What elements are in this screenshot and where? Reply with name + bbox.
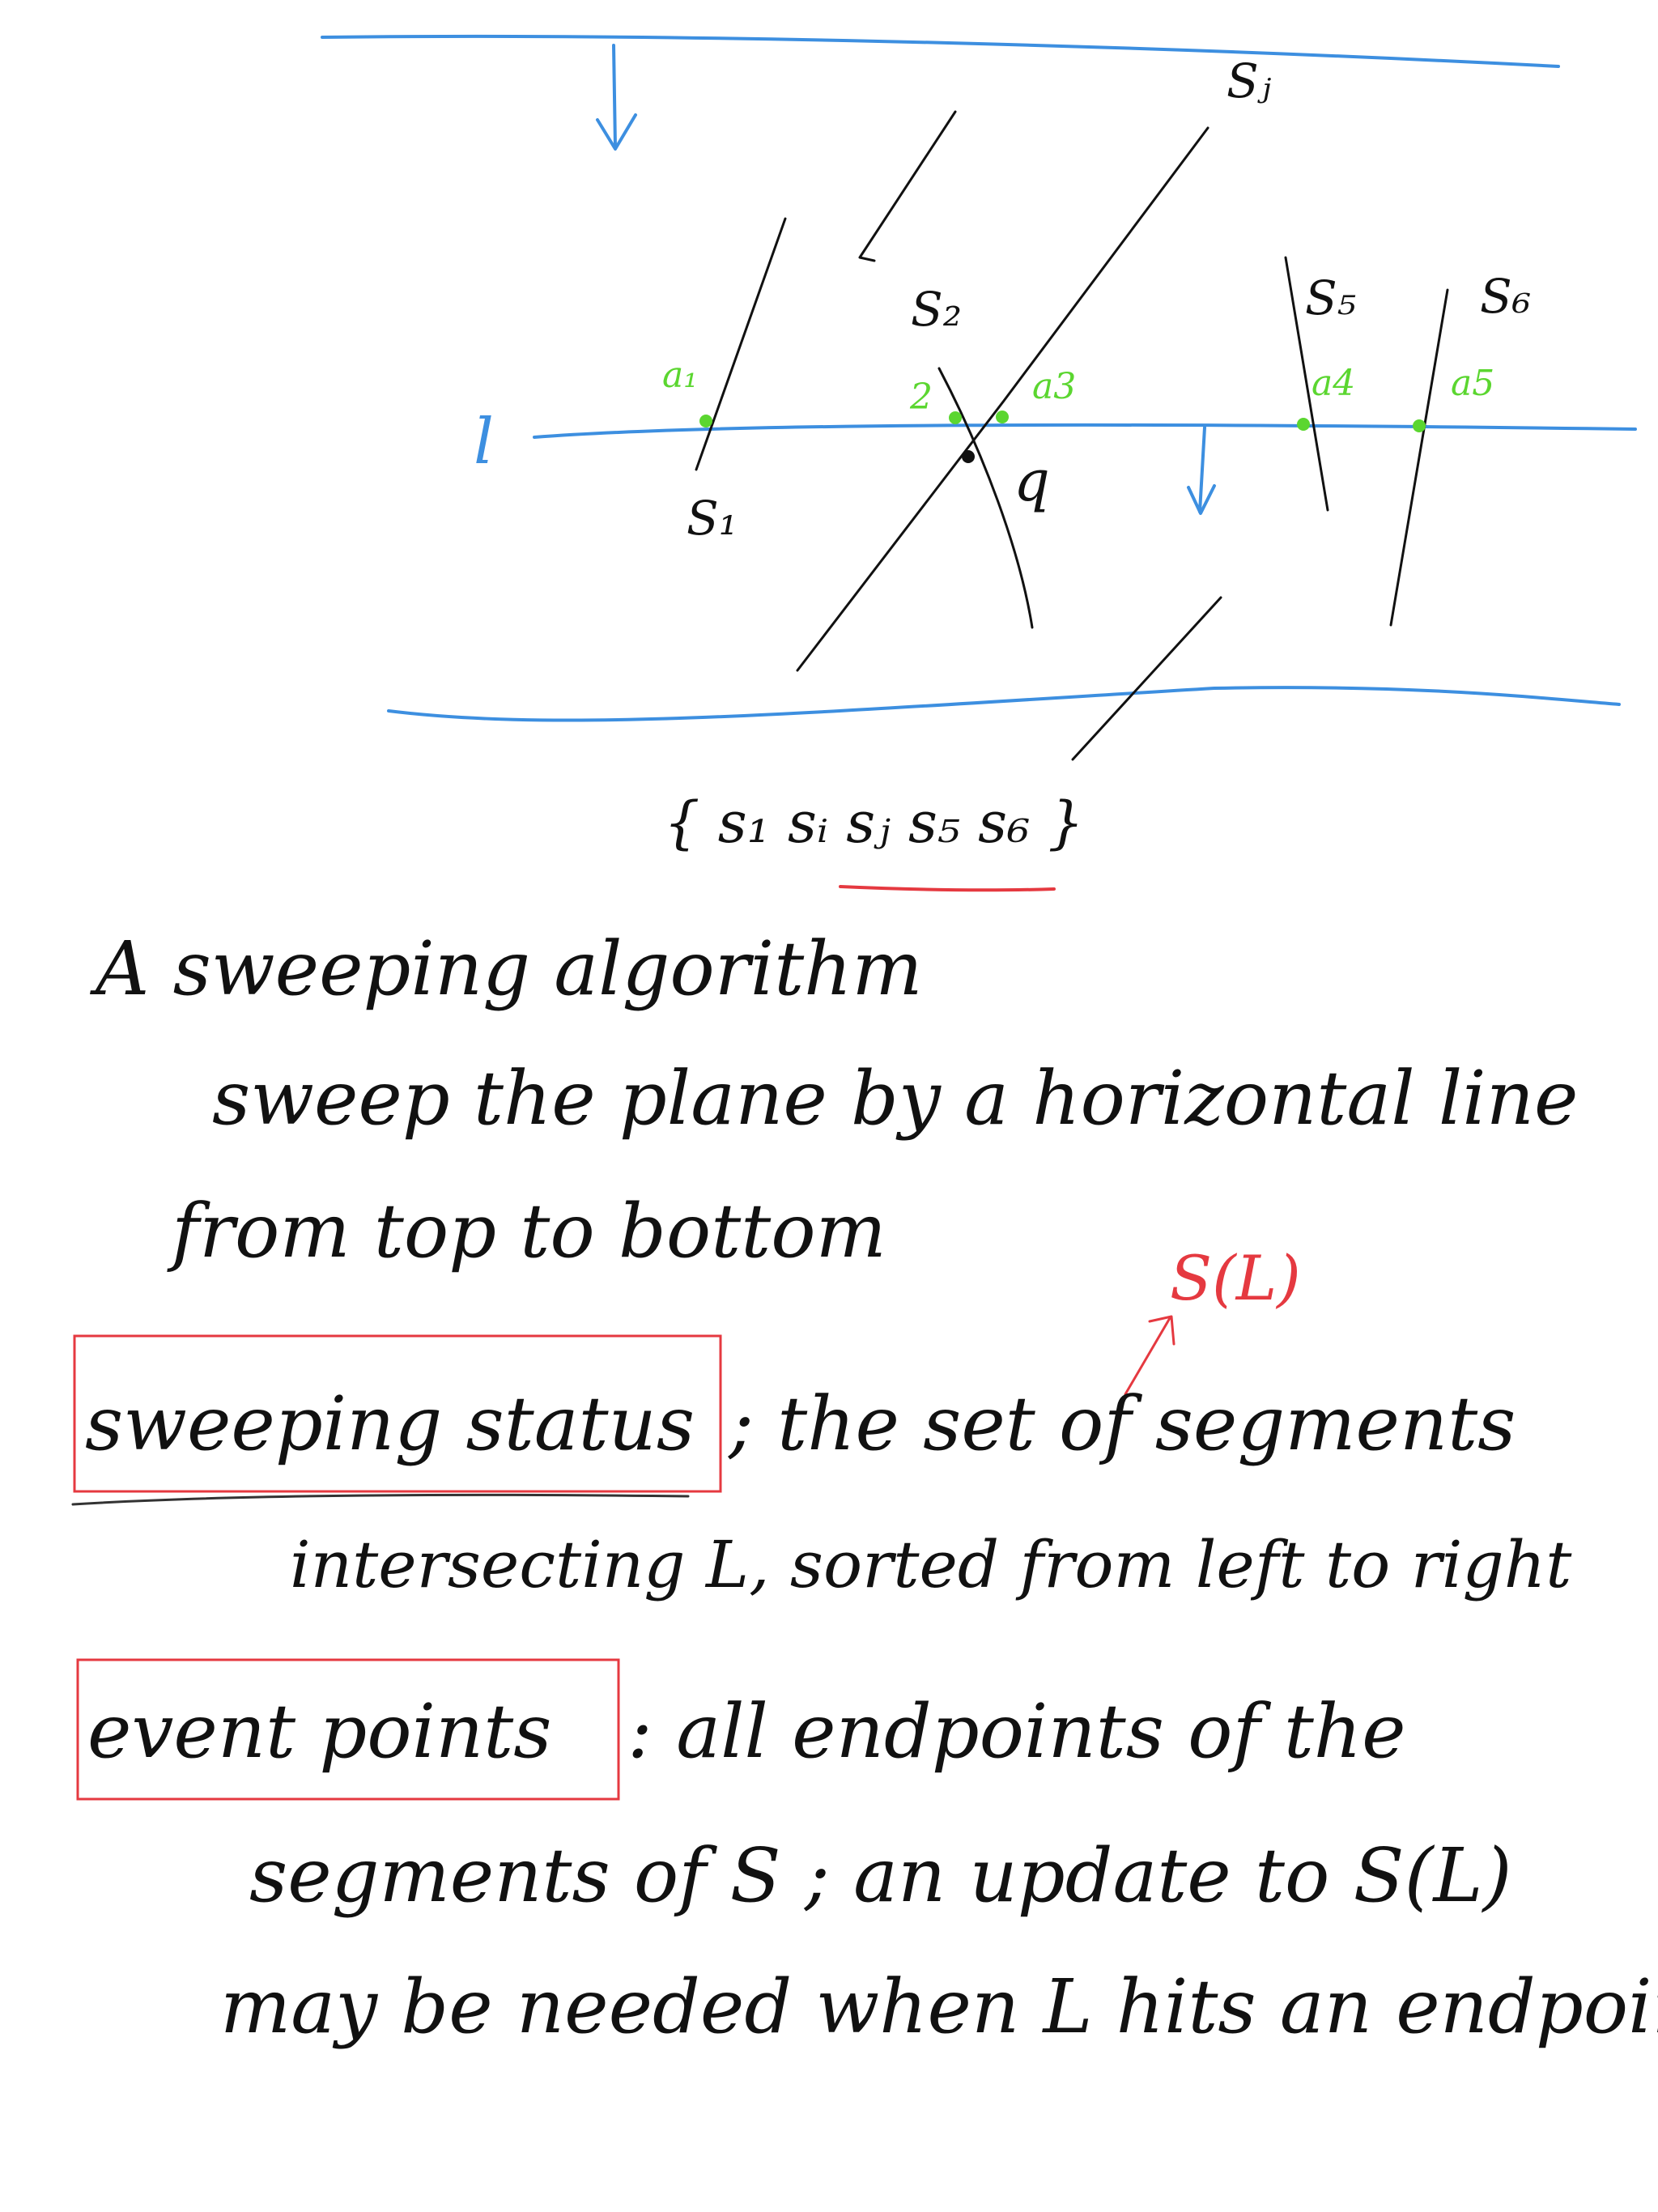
segment-s5 bbox=[1284, 256, 1329, 512]
notes-line-3: from top to bottom bbox=[167, 1188, 886, 1274]
sweeping-status-box bbox=[73, 1334, 722, 1493]
segment-s2 bbox=[937, 367, 1034, 629]
sweep-direction-arrow-top bbox=[596, 44, 637, 151]
segment-label-s2: S₂ bbox=[911, 282, 962, 337]
notes-line-7: segments of S ; an update to S(L) bbox=[249, 1832, 1512, 1919]
segment-s1 bbox=[695, 217, 787, 471]
notes-line-2: sweep the plane by a horizontal line bbox=[212, 1055, 1578, 1142]
segment-s6 bbox=[1389, 288, 1449, 627]
intersection-point-a4 bbox=[1297, 418, 1310, 431]
intersection-label-a1: a₁ bbox=[662, 355, 698, 396]
status-annotation: S(L) bbox=[1170, 1242, 1301, 1314]
segment-label-s5: S₅ bbox=[1305, 270, 1356, 325]
notes-line-1: A sweeping algorithm bbox=[89, 925, 923, 1012]
notes-line-4-boxed: sweeping status bbox=[85, 1380, 695, 1467]
sweep-line-label: l bbox=[474, 406, 494, 479]
segment-label-s1: S₁ bbox=[687, 491, 738, 546]
intersection-label-a5: a5 bbox=[1451, 363, 1494, 404]
bottom-sweep-boundary bbox=[387, 686, 1621, 722]
status-set-underline bbox=[839, 885, 1056, 892]
sweep-direction-arrow-middle bbox=[1187, 426, 1216, 515]
intersection-point-a3 bbox=[996, 410, 1009, 423]
intersection-label-a4: a4 bbox=[1312, 363, 1355, 404]
annotation-arrow bbox=[1124, 1315, 1175, 1396]
sweep-line bbox=[533, 423, 1637, 439]
sweeping-status-underline bbox=[71, 1493, 690, 1506]
intersection-point-a1 bbox=[699, 415, 712, 428]
notes-line-8: may be needed when L hits an endpoint bbox=[220, 1963, 1658, 2050]
intersection-point-a5 bbox=[1413, 419, 1426, 432]
notes-line-6-rest: : all endpoints of the bbox=[627, 1688, 1406, 1775]
segment-label-sj: Sⱼ bbox=[1226, 53, 1272, 108]
segment-label-s6: S₆ bbox=[1480, 269, 1531, 324]
intersection-label-a3: a3 bbox=[1032, 366, 1076, 407]
intersection-label-a2: 2 bbox=[909, 376, 933, 418]
crossing-label-q: q bbox=[1014, 448, 1050, 514]
notes-line-4-rest: ; the set of segments bbox=[727, 1380, 1516, 1467]
segment-top-free bbox=[858, 110, 957, 262]
notes-line-6-boxed: event points bbox=[87, 1688, 551, 1775]
notes-line-5: intersecting L, sorted from left to righ… bbox=[290, 1527, 1572, 1602]
segment-sj bbox=[796, 126, 1209, 672]
crossing-point-q bbox=[962, 450, 975, 463]
top-sweep-boundary bbox=[321, 34, 1560, 68]
intersection-point-a2 bbox=[949, 411, 962, 424]
status-set: { s₁ sᵢ sⱼ s₅ s₆ } bbox=[664, 789, 1084, 856]
event-points-box bbox=[76, 1658, 620, 1801]
segment-bottom-free bbox=[1071, 596, 1222, 761]
